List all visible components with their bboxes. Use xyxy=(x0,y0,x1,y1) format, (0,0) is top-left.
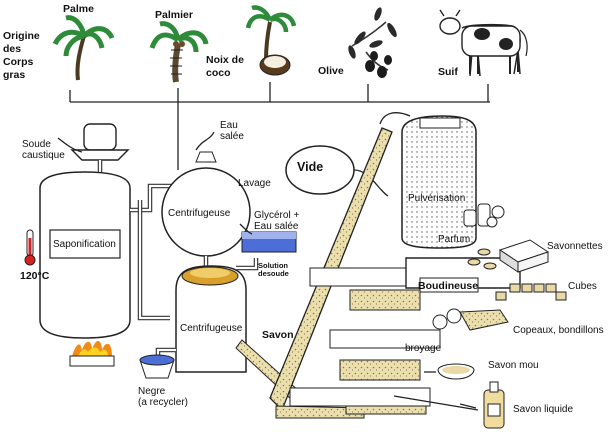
label-saponification: Saponification xyxy=(53,239,116,250)
centrifugeuse-2 xyxy=(175,265,247,373)
parfum-bottles-icon xyxy=(463,203,505,228)
label-pulverisation: Pulvérisation xyxy=(408,193,466,204)
label-palmier: Palmier xyxy=(155,9,193,21)
pulverisation-tower xyxy=(379,112,477,249)
saponification-tank xyxy=(39,171,131,339)
cubes-row xyxy=(495,283,567,301)
label-negre: Negre(a recycler) xyxy=(138,386,189,408)
label-centrifugeuse-2: Centrifugeuse xyxy=(180,323,243,334)
label-savon: Savon xyxy=(262,329,294,341)
broyage-rollers xyxy=(432,308,509,331)
negre-bowl xyxy=(139,354,175,379)
soude-tank xyxy=(57,123,130,161)
label-boudineuse: Boudineuse xyxy=(418,280,479,292)
label-vide: Vide xyxy=(297,160,324,174)
label-olive: Olive xyxy=(318,65,344,77)
label-temperature: 120°C xyxy=(20,270,50,282)
label-palme: Palme xyxy=(63,3,94,15)
vide-tank xyxy=(285,145,389,197)
savonnettes-box xyxy=(467,239,550,273)
label-centrifugeuse-1: Centrifugeuse xyxy=(168,208,231,219)
glycerol-tank xyxy=(239,223,297,253)
label-glycerol-eau-salee: Glycérol +Eau salée xyxy=(254,210,300,232)
title-origine-corps-gras: Origine des Corps gras xyxy=(3,30,40,81)
thermometer-icon xyxy=(24,229,36,266)
coconut-palm-icon xyxy=(245,5,297,76)
label-cubes: Cubes xyxy=(568,281,597,292)
olive-branch-icon xyxy=(348,7,397,78)
label-broyage: broyage xyxy=(405,343,442,354)
palme-tree-icon xyxy=(52,15,115,81)
cow-icon xyxy=(439,9,528,77)
savon-liquide-bottle xyxy=(483,381,505,429)
palmier-tree-icon xyxy=(149,21,209,83)
label-savonnettes: Savonnettes xyxy=(547,241,603,252)
label-lavage: Lavage xyxy=(238,178,271,189)
centrifugeuse-1 xyxy=(161,131,251,257)
label-savon-liquide: Savon liquide xyxy=(513,404,574,415)
burner-flame-icon xyxy=(69,340,115,367)
label-suif: Suif xyxy=(438,66,458,78)
label-savon-mou: Savon mou xyxy=(488,360,539,371)
label-parfum: Parfum xyxy=(438,234,471,245)
label-copeaux-bondillons: Copeaux, bondillons xyxy=(513,325,604,336)
finishing-stations xyxy=(289,267,441,415)
savon-mou-bowl xyxy=(437,363,475,380)
